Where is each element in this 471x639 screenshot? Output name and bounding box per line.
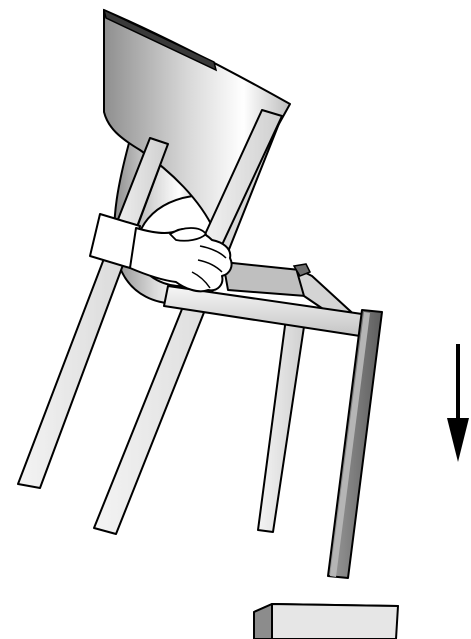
seat-rail-back [223, 262, 306, 296]
down-arrow-icon [447, 344, 469, 462]
rear-right-leg [258, 318, 305, 532]
floor-block [254, 604, 398, 639]
